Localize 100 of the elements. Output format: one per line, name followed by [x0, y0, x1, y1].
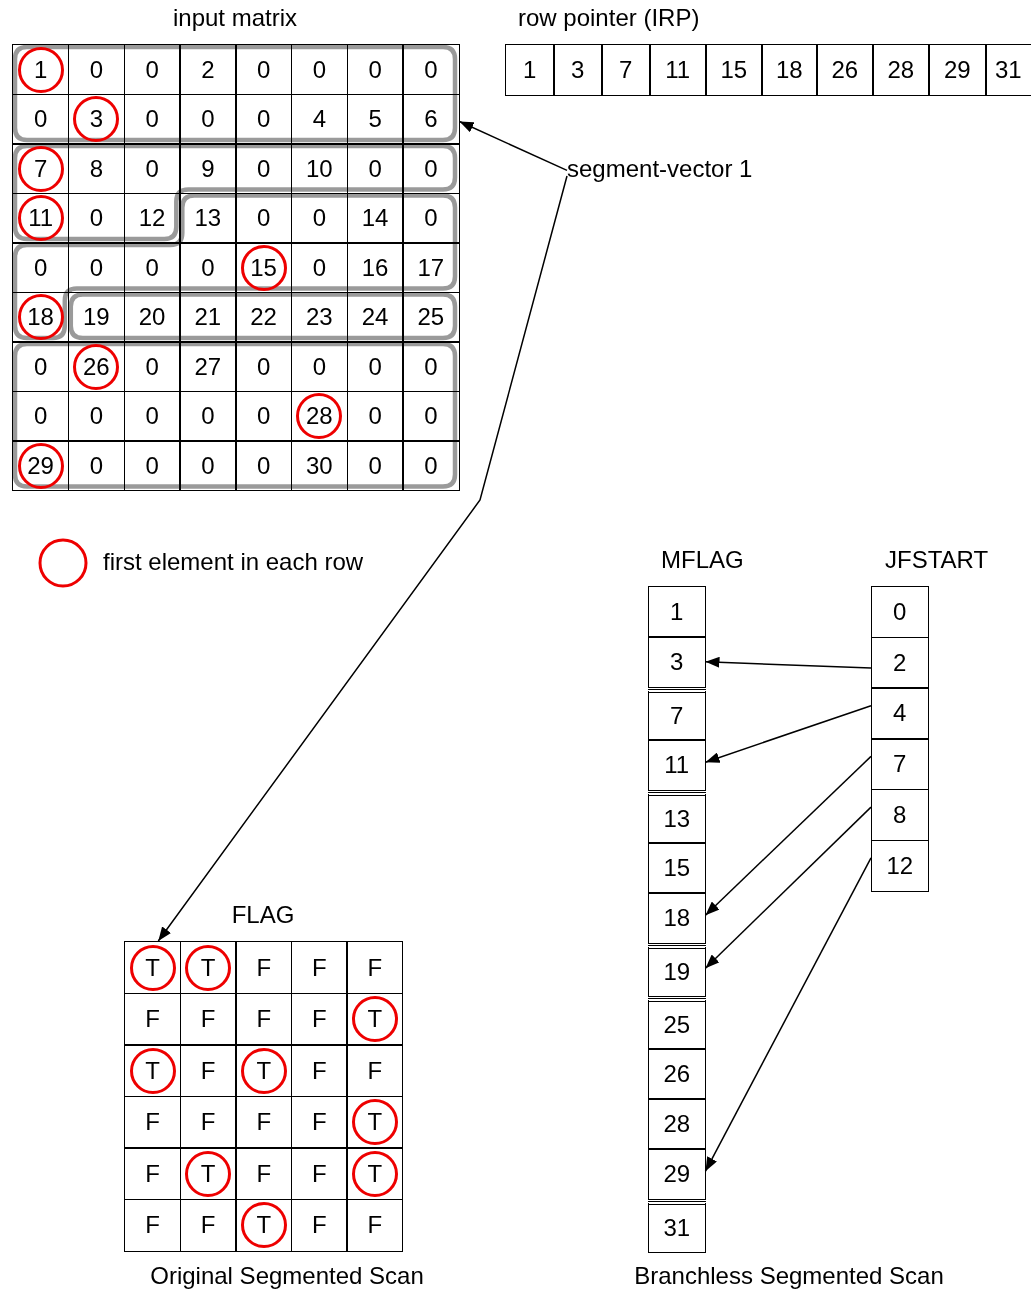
table-cell [12, 192, 70, 244]
table-cell: 0 [12, 242, 70, 293]
table-cell: F [179, 1044, 237, 1097]
circled-value: T [351, 1150, 398, 1197]
circled-value: T [351, 996, 398, 1042]
table-cell: 0 [346, 390, 404, 442]
circled-value: 28 [296, 393, 343, 439]
table-cell: 0 [235, 143, 293, 194]
table-cell: 0 [235, 390, 293, 442]
table-cell: 0 [235, 440, 293, 491]
table-cell: 11 [648, 739, 706, 791]
table-cell: 25 [402, 291, 460, 343]
table-cell: 0 [179, 440, 237, 491]
table-cell: F [179, 1095, 237, 1149]
table-cell: 7 [648, 689, 706, 741]
table-cell: 27 [179, 341, 237, 392]
table-cell: 0 [179, 93, 237, 145]
table-cell: F [235, 992, 293, 1046]
table-cell: 15 [705, 44, 763, 96]
table-cell: F [290, 1044, 348, 1097]
table-cell: 17 [402, 242, 460, 293]
circled-value: 26 [73, 343, 120, 390]
table-cell: 18 [761, 44, 818, 96]
table-cell: 28 [872, 44, 930, 96]
table-cell: 0 [123, 143, 181, 194]
table-cell: F [179, 992, 237, 1046]
arrow [458, 120, 568, 172]
caption: Original Segmented Scan [150, 1262, 424, 1290]
table-cell: 7 [871, 738, 929, 791]
circled-value: T [240, 1202, 287, 1248]
table-cell: F [346, 941, 404, 994]
table-cell: 12 [123, 192, 181, 244]
circled-value: T [129, 944, 176, 991]
circled-value: 29 [17, 442, 64, 489]
table-heading: JFSTART [885, 546, 989, 574]
table-cell: 30 [290, 440, 348, 491]
table-cell: F [290, 992, 348, 1046]
table-cell: 15 [648, 842, 706, 894]
table-cell [346, 1147, 404, 1200]
table-cell: F [290, 1095, 348, 1149]
table-cell [12, 143, 70, 194]
table-cell: 0 [235, 192, 293, 244]
table-cell: 0 [123, 341, 181, 392]
table-cell: 20 [123, 291, 181, 343]
table-cell [235, 242, 293, 293]
table-cell: 0 [402, 440, 460, 491]
table-cell: 22 [235, 291, 293, 343]
table-cell: 0 [12, 390, 70, 442]
circled-value: 11 [17, 195, 64, 241]
table-cell [235, 1198, 293, 1252]
table-cell: 1 [505, 44, 555, 96]
circled-value: 1 [17, 46, 64, 93]
table-cell [12, 44, 70, 95]
table-cell: F [124, 992, 182, 1046]
table-cell [124, 1044, 182, 1097]
circled-value: T [240, 1047, 287, 1094]
circled-value: 3 [73, 96, 120, 142]
table-cell: 8 [871, 788, 929, 841]
table-cell: F [346, 1044, 404, 1097]
circled-value: T [351, 1099, 398, 1145]
table-cell: 0 [179, 242, 237, 293]
table-cell: 0 [346, 341, 404, 392]
table-heading: row pointer (IRP) [518, 4, 700, 32]
table-cell [346, 1095, 404, 1149]
arrow [704, 806, 872, 969]
circled-value: T [129, 1047, 176, 1094]
circled-value: T [185, 944, 232, 991]
table-heading: MFLAG [661, 546, 744, 574]
table-cell: 31 [648, 1201, 706, 1253]
table-cell: 12 [871, 839, 929, 892]
table-cell: 0 [235, 341, 293, 392]
table-cell: 0 [123, 93, 181, 145]
table-cell: 4 [871, 687, 929, 740]
table-cell: 0 [123, 440, 181, 491]
table-cell: 0 [346, 440, 404, 491]
table-cell: 0 [402, 192, 460, 244]
table-heading: input matrix [173, 4, 297, 32]
table-cell: 0 [402, 44, 460, 95]
table-cell: 13 [179, 192, 237, 244]
table-cell [12, 291, 70, 343]
table-cell: 26 [648, 1048, 706, 1100]
arrow [704, 656, 872, 669]
table-cell: 1 [648, 586, 706, 638]
table-cell: 0 [402, 390, 460, 442]
table-cell: F [290, 1147, 348, 1200]
table-cell [346, 992, 404, 1046]
circled-value: 15 [240, 244, 287, 291]
table-cell: 0 [346, 44, 404, 95]
arrow [704, 704, 872, 763]
table-cell: 0 [871, 586, 929, 639]
table-cell: 0 [12, 93, 70, 145]
circled-value: 18 [17, 294, 64, 340]
table-cell: 24 [346, 291, 404, 343]
table-cell: 3 [648, 636, 706, 688]
table-heading: FLAG [231, 901, 295, 929]
table-cell: 0 [402, 143, 460, 194]
table-cell: 0 [67, 440, 125, 491]
table-cell: 2 [871, 636, 929, 689]
table-cell: F [235, 941, 293, 994]
table-cell: F [235, 1147, 293, 1200]
